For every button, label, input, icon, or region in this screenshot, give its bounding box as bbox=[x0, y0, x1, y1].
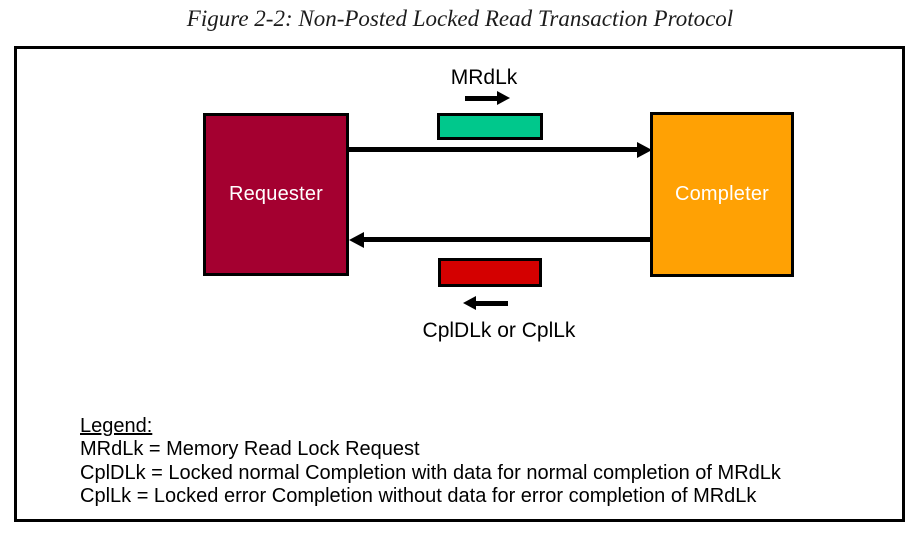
figure-title: Figure 2-2: Non-Posted Locked Read Trans… bbox=[186, 6, 734, 31]
legend-heading: Legend: bbox=[80, 415, 153, 437]
completion-direction-arrow-shaft bbox=[475, 301, 508, 306]
completion-transaction-arrow bbox=[349, 232, 652, 248]
legend-entry-cpllk: CplLk = Locked error Completion without … bbox=[80, 484, 757, 507]
completion-arrow-head bbox=[349, 232, 364, 248]
request-arrow-head bbox=[637, 142, 652, 158]
completion-direction-arrow-head bbox=[463, 296, 476, 310]
request-label: MRdLk bbox=[450, 66, 518, 89]
requester-label: Requester bbox=[228, 183, 324, 205]
request-arrow-shaft bbox=[349, 147, 641, 152]
completer-label: Completer bbox=[674, 183, 770, 205]
request-direction-arrow-head bbox=[497, 91, 510, 105]
completion-direction-arrow-icon bbox=[463, 296, 508, 310]
completion-packet bbox=[438, 258, 542, 287]
request-transaction-arrow bbox=[349, 142, 652, 158]
requester-box: Requester bbox=[203, 113, 349, 276]
request-packet bbox=[437, 113, 543, 140]
completer-box: Completer bbox=[650, 112, 794, 277]
legend-entry-cpldlk: CplDLk = Locked normal Completion with d… bbox=[80, 461, 781, 484]
request-direction-arrow-icon bbox=[465, 91, 510, 105]
completion-arrow-shaft bbox=[362, 237, 650, 242]
completion-label: CplDLk or CplLk bbox=[422, 319, 576, 342]
request-direction-arrow-shaft bbox=[465, 96, 498, 101]
legend: Legend: MRdLk = Memory Read Lock Request… bbox=[80, 415, 781, 508]
legend-entry-mrdlk: MRdLk = Memory Read Lock Request bbox=[80, 438, 420, 461]
